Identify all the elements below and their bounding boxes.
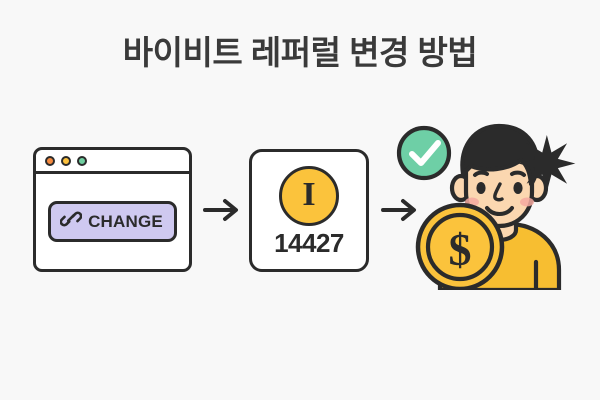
browser-title-bar — [36, 150, 189, 174]
dollar-coin-icon: $ — [415, 202, 505, 292]
svg-text:$: $ — [449, 224, 472, 275]
page-title: 바이비트 레퍼럴 변경 방법 — [122, 34, 478, 71]
referral-badge-icon: I — [279, 165, 339, 226]
browser-content-area: CHANGE — [36, 174, 189, 269]
success-check-badge — [396, 125, 452, 181]
arrow-card-to-reward — [381, 196, 421, 229]
close-dot[interactable] — [45, 155, 55, 166]
arrow-browser-to-card — [203, 196, 243, 229]
change-button-label: CHANGE — [88, 212, 163, 231]
change-referral-button[interactable]: CHANGE — [48, 201, 177, 242]
starburst-icon — [518, 135, 576, 193]
browser-window-illustration: CHANGE — [33, 147, 192, 272]
referral-code-value: 14427 — [274, 227, 344, 258]
referral-code-card: I 14427 — [249, 149, 369, 272]
link-icon — [59, 209, 83, 234]
referral-badge-letter: I — [302, 175, 316, 213]
maximize-dot[interactable] — [77, 155, 87, 166]
minimize-dot[interactable] — [61, 155, 71, 166]
user-reward-illustration: $ — [396, 112, 600, 293]
